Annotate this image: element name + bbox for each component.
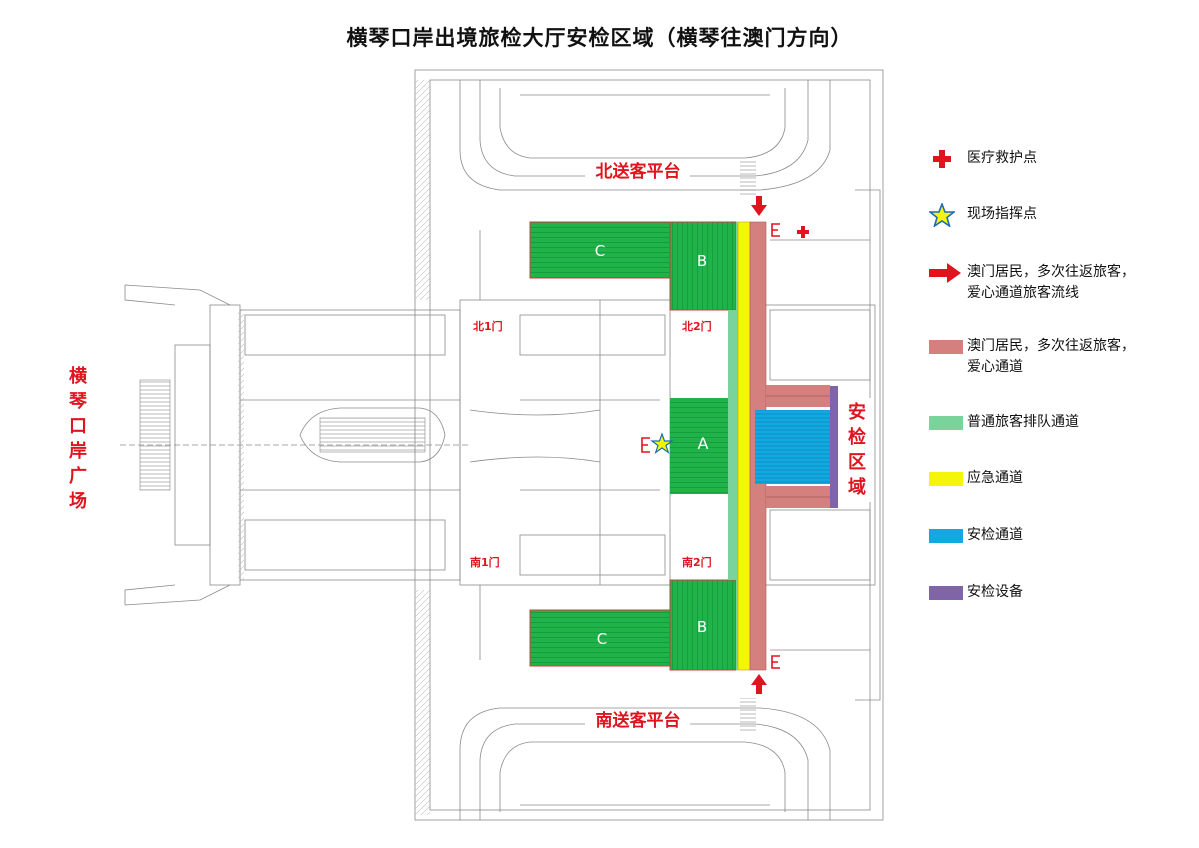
svg-text:琴: 琴 bbox=[69, 391, 87, 412]
security-equipment bbox=[830, 386, 838, 508]
swatch-yellow bbox=[925, 468, 967, 490]
stairs-left bbox=[139, 379, 171, 491]
zone-c-top-label: C bbox=[595, 242, 605, 260]
legend-item-flow: 澳门居民，多次往返旅客，爱心通道旅客流线 bbox=[925, 262, 1195, 304]
legend-item-queue: 普通旅客排队通道 bbox=[925, 412, 1195, 434]
svg-text:场: 场 bbox=[69, 491, 87, 512]
svg-text:安: 安 bbox=[848, 401, 866, 423]
zone-a-label: A bbox=[698, 434, 709, 453]
swatch-green bbox=[925, 412, 967, 434]
wall-hatch bbox=[415, 590, 430, 815]
door-south2: 南2门 bbox=[682, 555, 712, 569]
legend-item-resident-channel: 澳门居民，多次往返旅客，爱心通道 bbox=[925, 336, 1195, 378]
legend-label: 应急通道 bbox=[967, 470, 1023, 486]
left-vertical-label: 横 琴 口 岸 广 场 bbox=[60, 360, 96, 512]
north-platform-label: 北送客平台 bbox=[596, 161, 681, 182]
red-arrow-icon bbox=[925, 262, 967, 284]
swatch-blue bbox=[925, 525, 967, 547]
crosswalk-north bbox=[740, 160, 756, 195]
legend-item-command: 现场指挥点 bbox=[925, 203, 1195, 227]
zone-b-top-label: B bbox=[697, 252, 707, 270]
legend-label: 澳门居民，多次往返旅客，爱心通道旅客流线 bbox=[967, 264, 1135, 301]
zone-c-bottom-label: C bbox=[597, 630, 607, 648]
red-cross-icon bbox=[925, 148, 967, 170]
legend-label: 安检设备 bbox=[967, 584, 1023, 600]
red-arrow-up-icon bbox=[751, 674, 767, 694]
svg-text:口: 口 bbox=[69, 416, 87, 437]
legend-item-emergency: 应急通道 bbox=[925, 468, 1195, 490]
south-platform-label: 南送客平台 bbox=[596, 710, 681, 731]
legend-label: 医疗救护点 bbox=[967, 150, 1037, 166]
svg-text:检: 检 bbox=[848, 426, 866, 448]
crosswalk-south bbox=[740, 698, 756, 733]
legend-label: 安检通道 bbox=[967, 527, 1023, 543]
red-arrow-down-icon bbox=[751, 196, 767, 216]
exit-marker-icon bbox=[641, 223, 780, 669]
svg-text:区: 区 bbox=[848, 452, 866, 473]
right-vertical-label: 安 检 区 域 bbox=[842, 398, 872, 502]
star-icon bbox=[925, 203, 967, 227]
swatch-pink bbox=[925, 336, 967, 358]
legend-item-medical: 医疗救护点 bbox=[925, 148, 1195, 170]
svg-text:域: 域 bbox=[848, 476, 866, 498]
legend-item-equipment: 安检设备 bbox=[925, 582, 1195, 604]
door-south1: 南1门 bbox=[470, 555, 500, 569]
page-title: 横琴口岸出境旅检大厅安检区域（横琴往澳门方向） bbox=[346, 26, 853, 50]
wall-hatch bbox=[238, 310, 244, 580]
legend-label: 现场指挥点 bbox=[967, 206, 1037, 222]
door-north2: 北2门 bbox=[682, 319, 712, 333]
svg-text:广: 广 bbox=[69, 465, 87, 487]
zone-b-bottom-label: B bbox=[697, 618, 707, 636]
svg-text:横: 横 bbox=[69, 365, 88, 387]
door-north1: 北1门 bbox=[473, 319, 503, 333]
emergency-channel bbox=[737, 221, 751, 671]
legend-item-security: 安检通道 bbox=[925, 525, 1195, 547]
queue-lane-green bbox=[728, 310, 738, 580]
wall-hatch bbox=[415, 80, 430, 300]
swatch-purple bbox=[925, 582, 967, 604]
escalator-center bbox=[319, 417, 426, 453]
red-cross-icon bbox=[797, 226, 809, 238]
legend-label: 澳门居民，多次往返旅客，爱心通道 bbox=[967, 338, 1135, 375]
legend-label: 普通旅客排队通道 bbox=[967, 414, 1079, 430]
star-icon bbox=[650, 432, 674, 455]
svg-text:岸: 岸 bbox=[69, 440, 87, 462]
